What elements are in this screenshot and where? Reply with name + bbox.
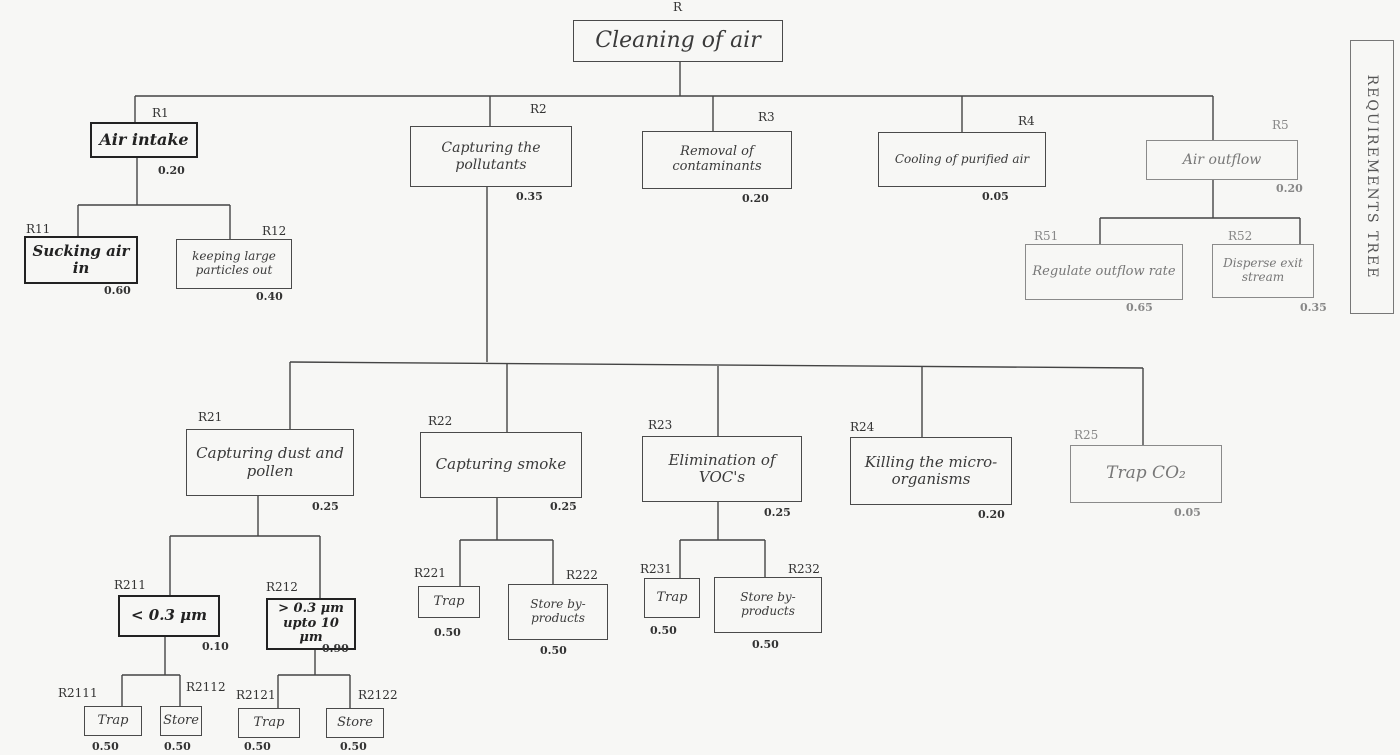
r2111-node: Trap — [84, 706, 142, 736]
r22-node: Capturing smoke — [420, 432, 582, 498]
r2121-node: Trap — [238, 708, 300, 738]
r2121-id: R2121 — [236, 688, 276, 702]
r11-weight: 0.60 — [104, 284, 131, 297]
r23-node: Elimination of VOC's — [642, 436, 802, 502]
r3-node: Removal of contaminants — [642, 131, 792, 189]
r221-node: Trap — [418, 586, 480, 618]
r222-id: R222 — [566, 568, 598, 582]
r2111-id: R2111 — [58, 686, 98, 700]
root-id: R — [673, 0, 683, 14]
r221-id: R221 — [414, 566, 446, 580]
r24-node: Killing the micro-organisms — [850, 437, 1012, 505]
r2-id: R2 — [530, 102, 547, 116]
r232-weight: 0.50 — [752, 638, 779, 651]
r4-id: R4 — [1018, 114, 1035, 128]
r23-weight: 0.25 — [764, 506, 791, 519]
r51-node: Regulate outflow rate — [1025, 244, 1183, 300]
r2-weight: 0.35 — [516, 190, 543, 203]
r25-node: Trap CO₂ — [1070, 445, 1222, 503]
r2112-id: R2112 — [186, 680, 226, 694]
r5-weight: 0.20 — [1276, 182, 1303, 195]
r2122-node: Store — [326, 708, 384, 738]
r2122-weight: 0.50 — [340, 740, 367, 753]
r11-node: Sucking air in — [24, 236, 138, 284]
root-node: Cleaning of air — [573, 20, 783, 62]
side-title-box: REQUIREMENTS TREE — [1350, 40, 1394, 314]
r5-node: Air outflow — [1146, 140, 1298, 180]
r211-id: R211 — [114, 578, 146, 592]
r51-id: R51 — [1034, 229, 1059, 243]
r3-id: R3 — [758, 110, 775, 124]
r52-weight: 0.35 — [1300, 301, 1327, 314]
r212-weight: 0.90 — [322, 642, 349, 655]
r21-id: R21 — [198, 410, 223, 424]
r21-node: Capturing dust and pollen — [186, 429, 354, 496]
side-title: REQUIREMENTS TREE — [1364, 74, 1380, 280]
r2-node: Capturing the pollutants — [410, 126, 572, 187]
r2122-id: R2122 — [358, 688, 398, 702]
r22-id: R22 — [428, 414, 453, 428]
r52-id: R52 — [1228, 229, 1253, 243]
r211-weight: 0.10 — [202, 640, 229, 653]
r12-weight: 0.40 — [256, 290, 283, 303]
r12-node: keeping large particles out — [176, 239, 292, 289]
r2121-weight: 0.50 — [244, 740, 271, 753]
r24-id: R24 — [850, 420, 875, 434]
r12-id: R12 — [262, 224, 287, 238]
r25-id: R25 — [1074, 428, 1099, 442]
r231-weight: 0.50 — [650, 624, 677, 637]
r21-weight: 0.25 — [312, 500, 339, 513]
r212-id: R212 — [266, 580, 298, 594]
r221-weight: 0.50 — [434, 626, 461, 639]
r3-weight: 0.20 — [742, 192, 769, 205]
r52-node: Disperse exit stream — [1212, 244, 1314, 298]
r23-id: R23 — [648, 418, 673, 432]
r11-id: R11 — [26, 222, 51, 236]
r2112-weight: 0.50 — [164, 740, 191, 753]
r1-node: Air intake — [90, 122, 198, 158]
r231-id: R231 — [640, 562, 672, 576]
r24-weight: 0.20 — [978, 508, 1005, 521]
r1-weight: 0.20 — [158, 164, 185, 177]
r22-weight: 0.25 — [550, 500, 577, 513]
r232-node: Store by-products — [714, 577, 822, 633]
r2112-node: Store — [160, 706, 202, 736]
r232-id: R232 — [788, 562, 820, 576]
r2111-weight: 0.50 — [92, 740, 119, 753]
r211-node: < 0.3 μm — [118, 595, 220, 637]
r4-weight: 0.05 — [982, 190, 1009, 203]
r231-node: Trap — [644, 578, 700, 618]
r222-weight: 0.50 — [540, 644, 567, 657]
r222-node: Store by-products — [508, 584, 608, 640]
r25-weight: 0.05 — [1174, 506, 1201, 519]
r5-id: R5 — [1272, 118, 1289, 132]
r51-weight: 0.65 — [1126, 301, 1153, 314]
r212-node: > 0.3 μm upto 10 μm — [266, 598, 356, 650]
r4-node: Cooling of purified air — [878, 132, 1046, 187]
r1-id: R1 — [152, 106, 169, 120]
